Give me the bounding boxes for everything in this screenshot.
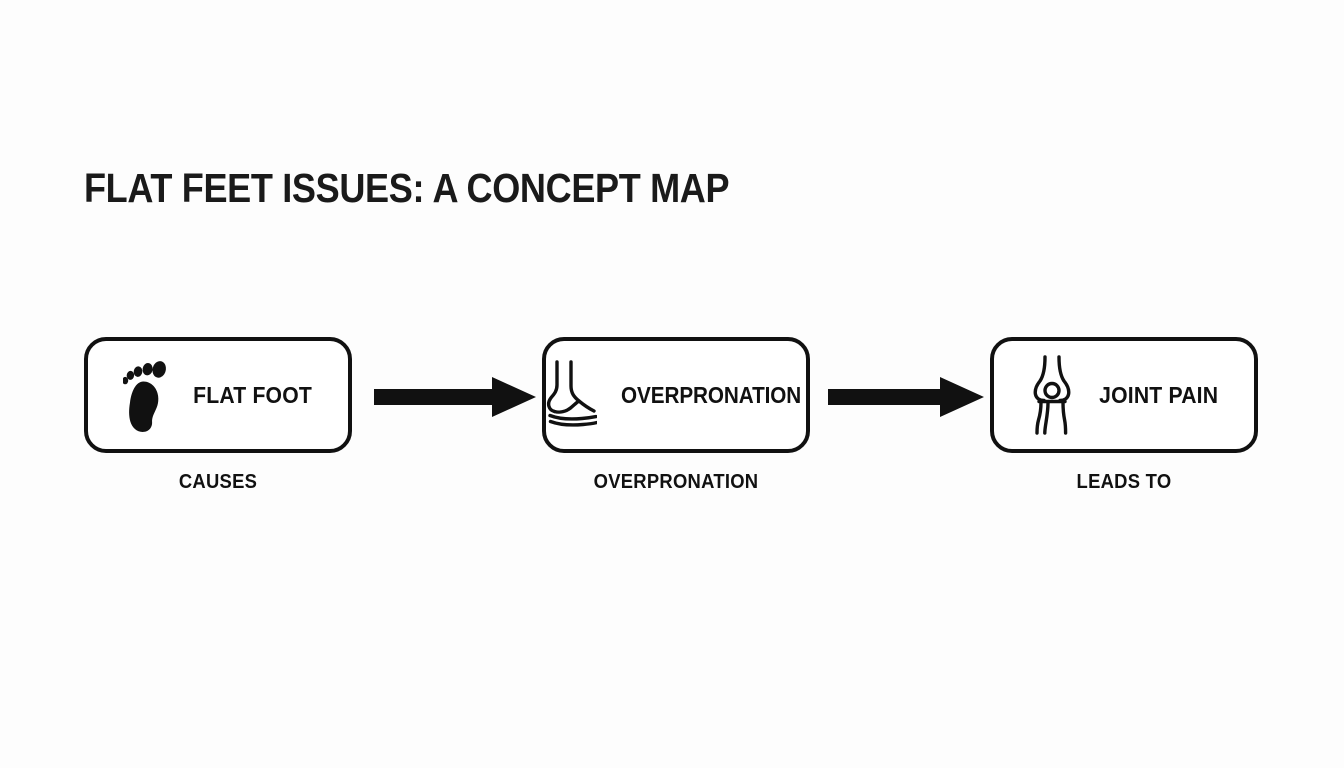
node-label-overpronation: OVERPRONATION [620, 381, 802, 408]
node-overpronation[interactable]: OVERPRONATION [542, 337, 810, 453]
node-label-flat-foot: FLAT FOOT [193, 381, 313, 408]
knee-joint-icon [1024, 353, 1080, 437]
node-flat-foot[interactable]: FLAT FOOT [84, 337, 352, 453]
node-label-joint-pain: JOINT PAIN [1099, 381, 1219, 408]
page-title: FLAT FEET ISSUES: A CONCEPT MAP [84, 165, 730, 211]
caption-overpronation: OVERPRONATION [593, 471, 759, 493]
caption-causes: CAUSES [178, 471, 258, 493]
concept-flow: FLAT FOOT OVERPRONATION [0, 337, 1344, 453]
node-joint-pain[interactable]: JOINT PAIN [990, 337, 1258, 453]
footprint-icon [118, 353, 174, 437]
arrow-right-icon-2 [828, 376, 984, 418]
caption-leads-to: LEADS TO [1076, 471, 1172, 493]
arrow-right-icon-1 [374, 376, 536, 418]
ankle-foot-icon [541, 353, 597, 437]
